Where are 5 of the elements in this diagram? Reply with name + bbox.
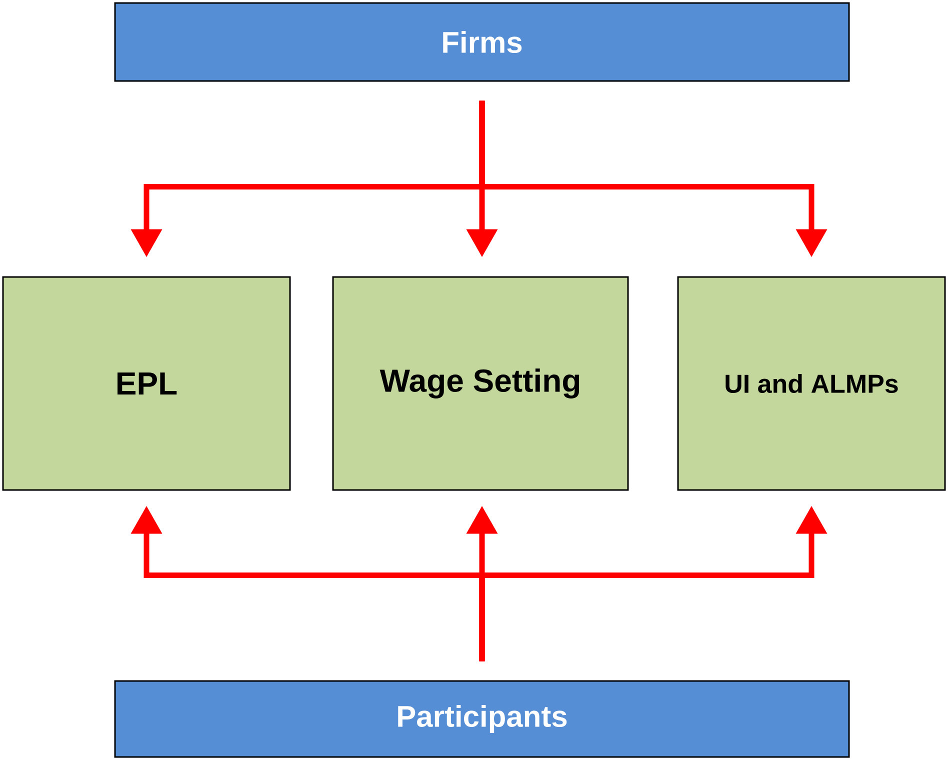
category-box: Wage Setting bbox=[332, 276, 629, 491]
header-bar: Firms bbox=[114, 2, 850, 82]
footer-bar: Participants bbox=[114, 680, 850, 758]
category-box: UI and ALMPs bbox=[677, 276, 946, 491]
category-box: EPL bbox=[2, 276, 291, 491]
